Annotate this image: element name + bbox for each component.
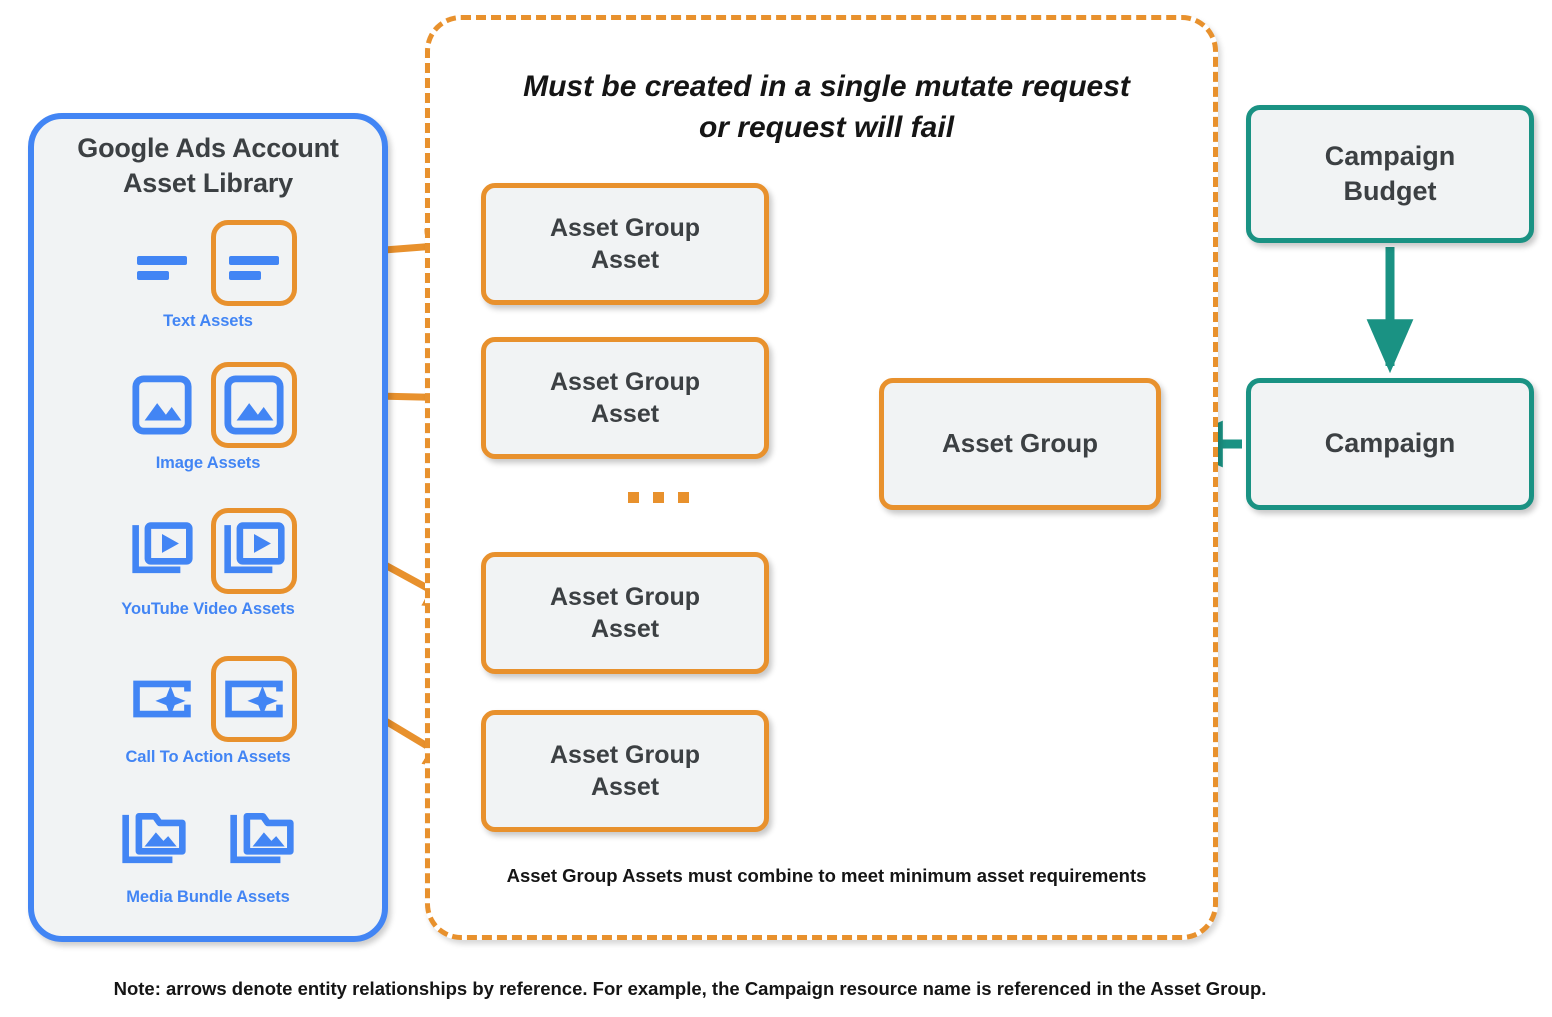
mutate-title-line1: Must be created in a single mutate reque…: [523, 70, 1130, 103]
ellipsis-dot-3: [678, 492, 689, 503]
asset-library-title-line1: Google Ads Account: [77, 133, 339, 163]
ellipsis-dot-2: [653, 492, 664, 503]
asset-group-asset-label-3a: Asset Group: [549, 582, 701, 611]
asset-group-asset-node-2[interactable]: Asset Group Asset: [481, 337, 769, 459]
asset-library-caption-cta: Call To Action Assets: [125, 748, 291, 766]
asset-group-asset-node-1[interactable]: Asset Group Asset: [481, 183, 769, 305]
asset-library-caption-video: YouTube Video Assets: [121, 600, 295, 618]
youtube-video-asset-icon: [119, 508, 205, 594]
asset-library-item-cta[interactable]: Call To Action Assets: [34, 651, 382, 767]
call-to-action-asset-icon-highlighted[interactable]: [211, 656, 297, 742]
call-to-action-asset-icon: [119, 656, 205, 742]
campaign-budget-node[interactable]: Campaign Budget: [1246, 105, 1534, 243]
youtube-video-asset-icon-highlighted[interactable]: [211, 508, 297, 594]
text-asset-icon-highlighted[interactable]: [211, 220, 297, 306]
media-bundle-asset-icon-2: [219, 796, 305, 882]
asset-group-asset-label-3b: Asset: [590, 615, 660, 643]
asset-library-caption-text: Text Assets: [163, 312, 253, 330]
campaign-budget-label-line1: Campaign: [1324, 140, 1456, 171]
asset-group-asset-label-4b: Asset: [590, 773, 660, 801]
asset-group-asset-label-1a: Asset Group: [549, 213, 701, 242]
asset-library-panel: Google Ads Account Asset Library: [28, 113, 388, 942]
asset-library-item-media-bundle[interactable]: Media Bundle Assets: [34, 791, 382, 907]
campaign-label: Campaign: [1324, 428, 1456, 459]
asset-group-asset-label-4a: Asset Group: [549, 740, 701, 769]
mutate-request-title: Must be created in a single mutate reque…: [464, 66, 1189, 149]
asset-library-item-video[interactable]: YouTube Video Assets: [34, 503, 382, 619]
diagram-bottom-note: Note: arrows denote entity relationships…: [113, 978, 1267, 999]
ellipsis-dot-1: [628, 492, 639, 503]
ellipsis-indicator: [628, 492, 689, 503]
asset-group-label: Asset Group: [941, 428, 1099, 459]
asset-group-asset-label-2a: Asset Group: [549, 367, 701, 396]
asset-library-title: Google Ads Account Asset Library: [34, 131, 382, 200]
image-asset-icon-highlighted[interactable]: [211, 362, 297, 448]
image-asset-icon: [119, 362, 205, 448]
asset-group-node[interactable]: Asset Group: [879, 378, 1161, 510]
text-asset-icon: [119, 220, 205, 306]
asset-library-caption-media-bundle: Media Bundle Assets: [126, 888, 290, 906]
media-bundle-asset-icon: [111, 796, 197, 882]
mutate-footnote: Asset Group Assets must combine to meet …: [506, 865, 1147, 886]
asset-library-item-image[interactable]: Image Assets: [34, 357, 382, 473]
campaign-node[interactable]: Campaign: [1246, 378, 1534, 510]
asset-group-asset-label-1b: Asset: [590, 246, 660, 274]
asset-library-title-line2: Asset Library: [123, 167, 293, 198]
asset-group-asset-node-4[interactable]: Asset Group Asset: [481, 710, 769, 832]
asset-group-asset-node-3[interactable]: Asset Group Asset: [481, 552, 769, 674]
campaign-budget-label-line2: Budget: [1343, 176, 1437, 206]
asset-group-asset-label-2b: Asset: [590, 400, 660, 428]
asset-library-item-text[interactable]: Text Assets: [34, 215, 382, 331]
asset-library-caption-image: Image Assets: [155, 454, 261, 472]
mutate-title-line2: or request will fail: [698, 111, 955, 145]
